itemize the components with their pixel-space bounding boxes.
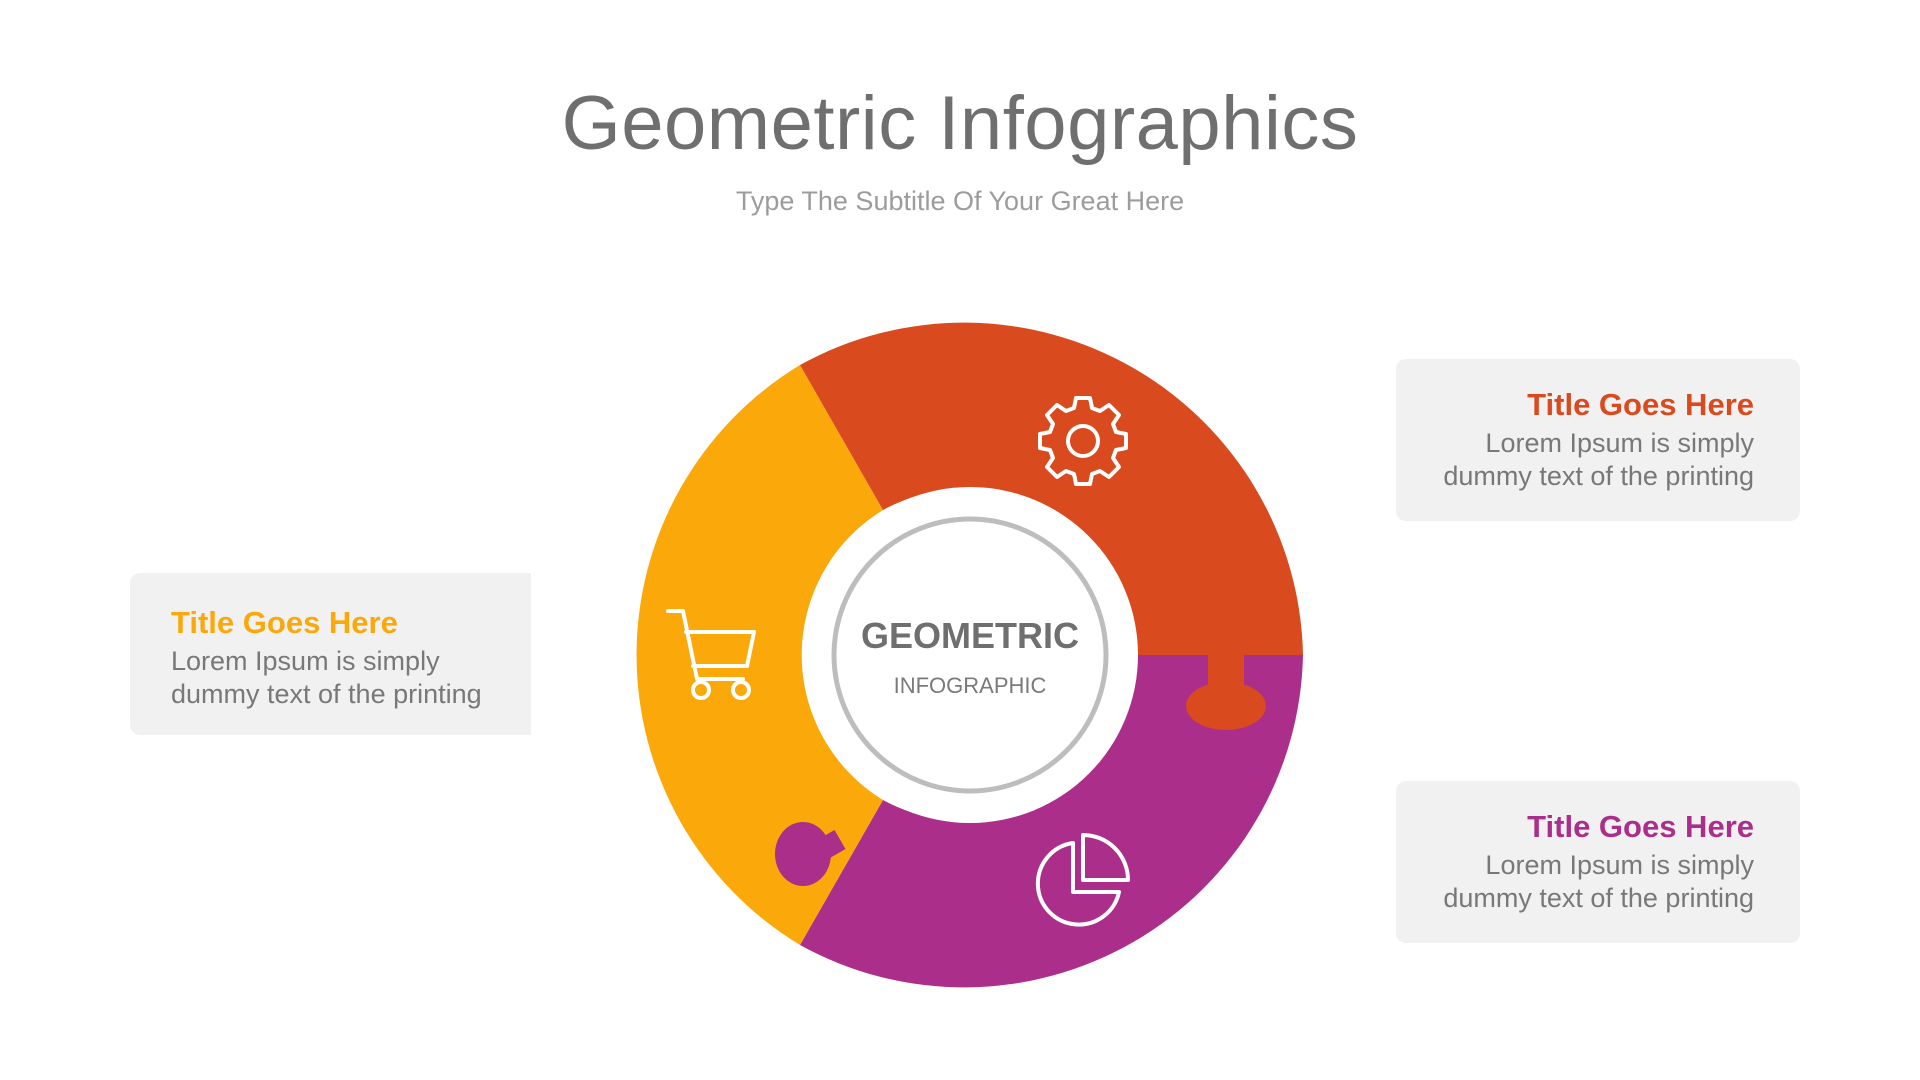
center-disc [802,487,1138,823]
card-title: Title Goes Here [1527,387,1754,422]
puzzle-tab-bottom-neck [808,829,846,865]
pie-chart-icon [1035,833,1130,927]
puzzle-tab-top [848,372,908,444]
shopping-cart-icon [666,609,756,700]
gear-icon [1038,396,1128,486]
card-text-line: Lorem Ipsum is simply [1485,850,1754,880]
card-text-line: dummy text of the printing [1443,883,1754,913]
puzzle-tab-bottom [775,822,831,886]
card-text-line: dummy text of the printing [1443,461,1754,491]
card-title: Title Goes Here [171,605,398,640]
page-subtitle: Type The Subtitle Of Your Great Here [735,186,1185,216]
segment-purple [800,655,1303,988]
card-text: Lorem Ipsum is simply dummy text of the … [1396,427,1754,493]
page-title: Geometric Infographics [561,81,1359,166]
card-text: Lorem Ipsum is simply dummy text of the … [171,645,531,711]
puzzle-tab-top-neck [839,392,875,430]
card-title: Title Goes Here [1527,809,1754,844]
card-text-line: Lorem Ipsum is simply [1485,428,1754,458]
segment-orange-red [800,322,1303,655]
info-card-left: Title Goes Here Lorem Ipsum is simply du… [130,573,531,735]
info-card-bottom-right: Title Goes Here Lorem Ipsum is simply du… [1396,781,1800,943]
card-text-line: Lorem Ipsum is simply [171,646,440,676]
center-sublabel: INFOGRAPHIC [894,673,1047,698]
center-label: GEOMETRIC [861,615,1079,656]
card-text-line: dummy text of the printing [171,679,482,709]
info-card-top-right: Title Goes Here Lorem Ipsum is simply du… [1396,359,1800,521]
segment-amber [636,365,883,945]
card-text: Lorem Ipsum is simply dummy text of the … [1396,849,1754,915]
puzzle-tab-right [1186,682,1266,730]
puzzle-tab-right-neck [1208,655,1244,695]
center-ring [831,516,1109,794]
